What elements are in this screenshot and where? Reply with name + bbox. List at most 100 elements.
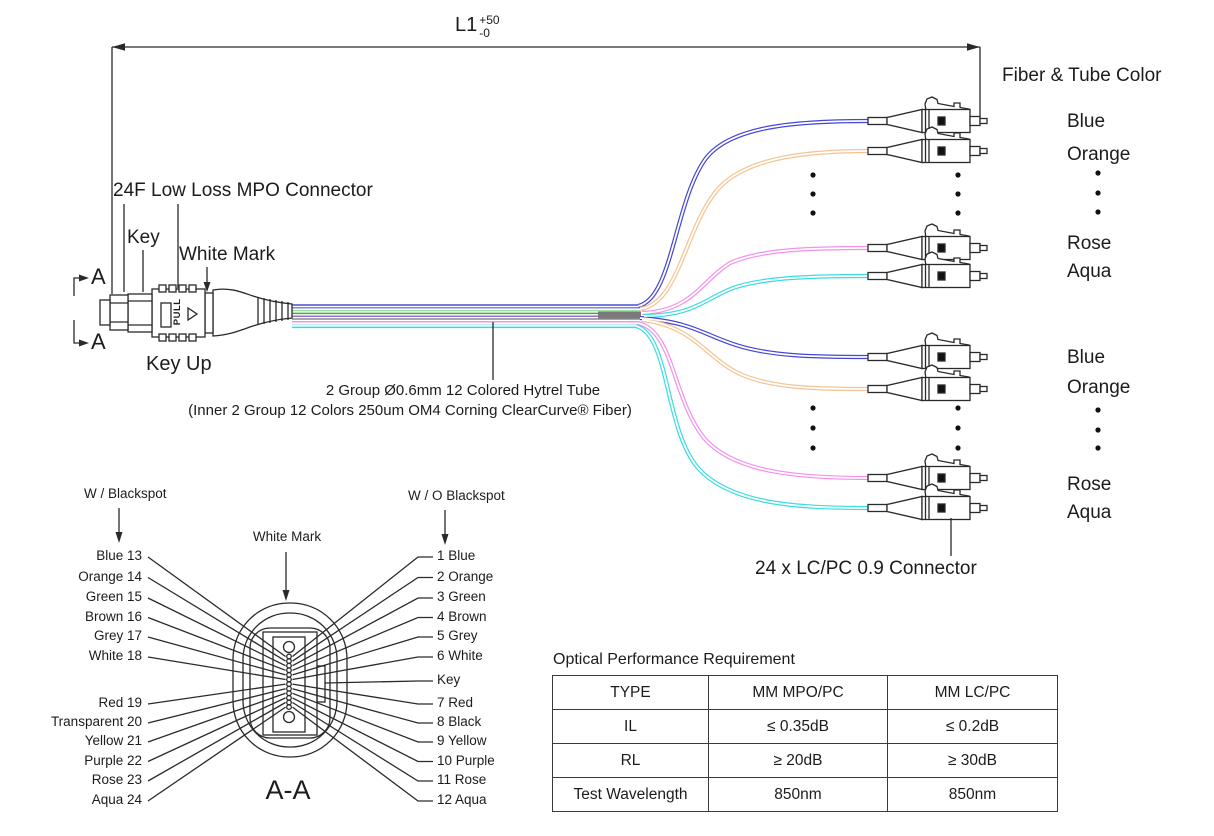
- leader-line: [292, 556, 433, 658]
- leader-line: [292, 616, 433, 671]
- leader-line: [147, 697, 286, 763]
- dimension-length-symbol: L1: [455, 14, 478, 36]
- section-right-label: 2 Orange: [437, 568, 494, 584]
- section-left-label: Brown 16: [84, 608, 142, 624]
- dimension-tolerance: +50 -0: [479, 13, 500, 40]
- leader-line: [292, 697, 433, 763]
- perf-table-cell: Test Wavelength: [552, 777, 709, 812]
- section-left-label: Orange 14: [78, 568, 142, 584]
- dot: [955, 425, 961, 431]
- fiber-dot: [286, 667, 292, 674]
- section-left-label: Yellow 21: [84, 733, 142, 748]
- section-right-label: Key: [437, 672, 461, 687]
- section-right-label: 6 White: [437, 648, 483, 663]
- dot: [955, 172, 961, 178]
- cable-bundle: [292, 304, 641, 329]
- fiber-dot: [286, 662, 292, 669]
- dot: [1095, 170, 1101, 176]
- leader-line: [147, 656, 286, 681]
- leader-line: [292, 576, 433, 662]
- section-left-label: Grey 17: [93, 628, 142, 643]
- fiber-core: [635, 325, 869, 509]
- fiber-color-label: Aqua: [1067, 261, 1112, 282]
- dot: [810, 172, 816, 178]
- section-right-label: 5 Grey: [437, 628, 478, 643]
- dot: [955, 405, 961, 411]
- leader-line: [292, 692, 433, 743]
- fiber-dot: [286, 671, 292, 678]
- fiber-color-label: Rose: [1067, 233, 1112, 254]
- leader-line: [147, 683, 286, 705]
- dot: [810, 210, 816, 216]
- leader-line: [147, 616, 286, 671]
- fiber-dot: [286, 690, 292, 697]
- section-left-label: Red 19: [98, 695, 142, 710]
- section-right-label: 4 Brown: [437, 608, 487, 624]
- section-white-mark-label: White Mark: [252, 529, 322, 544]
- section-right-label: 7 Red: [437, 695, 474, 710]
- section-left-label: Blue 13: [96, 548, 142, 563]
- perf-table-title: Optical Performance Requirement: [553, 651, 795, 668]
- dot: [955, 210, 961, 216]
- leader-line: [147, 636, 286, 676]
- dot: [810, 425, 816, 431]
- cable-note-line1: 2 Group Ø0.6mm 12 Colored Hytrel Tube: [325, 382, 601, 399]
- lc-connectors: [867, 96, 988, 521]
- section-right-label: 11 Rose: [437, 772, 487, 787]
- section-left-label: Green 15: [85, 589, 142, 604]
- perf-table-cell: ≥ 20dB: [708, 743, 888, 778]
- leader-line: [292, 701, 433, 782]
- perf-table-header-cell: MM LC/PC: [887, 675, 1058, 710]
- fiber-dot: [286, 653, 292, 660]
- section-left-label: White 18: [88, 648, 142, 663]
- lc-connector-count-label: 24 x LC/PC 0.9 Connector: [755, 558, 977, 579]
- perf-table-row: RL≥ 20dB≥ 30dB: [552, 743, 1058, 778]
- leader-line: [292, 597, 433, 667]
- dot: [955, 191, 961, 197]
- leader-line: [147, 597, 286, 667]
- perf-table-cell: RL: [552, 743, 709, 778]
- dot: [810, 191, 816, 197]
- leader-line: [147, 576, 286, 662]
- leader-line: [292, 706, 433, 802]
- dot: [1095, 190, 1101, 196]
- perf-table-cell: ≤ 0.35dB: [708, 709, 888, 744]
- section-marker-a-top: A: [91, 264, 106, 289]
- fiber-core: [639, 317, 869, 358]
- key-label: Key: [127, 227, 160, 248]
- leader-line: [147, 701, 286, 782]
- fiber-tube-color-header: Fiber & Tube Color: [1002, 65, 1162, 86]
- key-up-label: Key Up: [146, 353, 212, 375]
- fiber-dot: [286, 704, 292, 711]
- dot: [810, 445, 816, 451]
- dimension-lines: [111, 43, 981, 294]
- section-marker-a-bottom: A: [91, 329, 106, 354]
- dimension-label: L1 +50 -0: [455, 14, 500, 39]
- leader-line: [292, 683, 433, 705]
- fiber-dot: [286, 699, 292, 706]
- fiber-core: [643, 275, 869, 317]
- perf-table-cell: 850nm: [887, 777, 1058, 812]
- fiber-color-label: Aqua: [1067, 502, 1112, 523]
- section-title: A-A: [265, 775, 311, 805]
- section-right-label: 8 Black: [437, 714, 482, 729]
- perf-table-cell: ≤ 0.2dB: [887, 709, 1058, 744]
- fiber-color-label: Rose: [1067, 474, 1112, 495]
- perf-table-header-cell: TYPE: [552, 675, 709, 710]
- fiber-core: [641, 319, 869, 390]
- fiber-color-label: Blue: [1067, 347, 1106, 368]
- leader-line: [292, 636, 433, 676]
- leader-line: [147, 706, 286, 802]
- fiber-core: [639, 150, 869, 310]
- perf-table-cell: 850nm: [708, 777, 888, 812]
- fiber-dot: [286, 681, 292, 688]
- fiber-core: [641, 247, 869, 314]
- section-cut-markers: [73, 274, 89, 347]
- dot: [1095, 427, 1101, 433]
- fiber-dot: [286, 676, 292, 683]
- perf-table-cell: IL: [552, 709, 709, 744]
